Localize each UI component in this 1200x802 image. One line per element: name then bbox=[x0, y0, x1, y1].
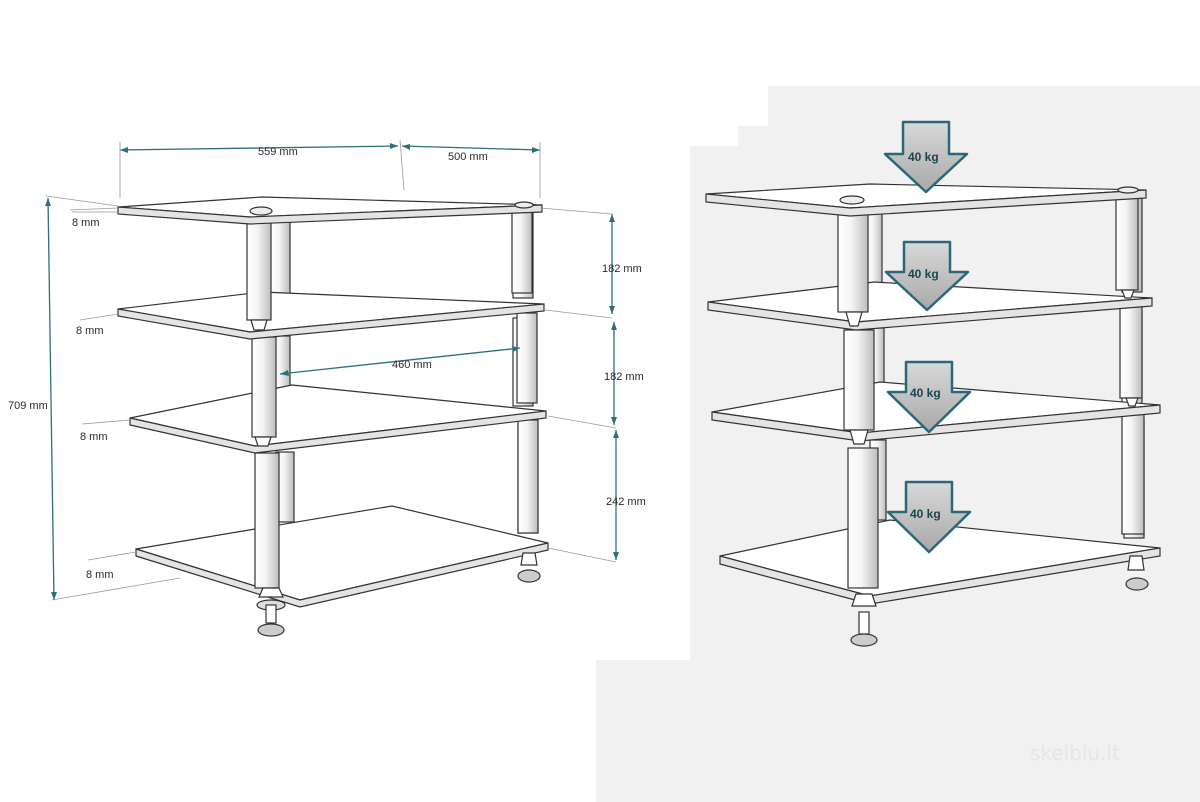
thickness-label-3: 8 mm bbox=[80, 431, 108, 443]
thickness-label-2: 8 mm bbox=[76, 325, 104, 337]
thickness-label-4: 8 mm bbox=[86, 569, 114, 581]
shelf-bottom-edge bbox=[135, 542, 549, 608]
load-arrow-2: 40 kg bbox=[884, 240, 970, 312]
dimension-labels: 559 mm 500 mm 709 mm 460 mm 182 mm 182 m… bbox=[8, 146, 646, 581]
load-label-3: 40 kg bbox=[910, 386, 941, 400]
load-arrow-4: 40 kg bbox=[886, 480, 972, 554]
front-leg-middle bbox=[251, 336, 277, 438]
load-label-1: 40 kg bbox=[908, 150, 939, 164]
back-legs bbox=[269, 209, 539, 534]
front-leg-bottom bbox=[254, 452, 280, 589]
watermark: skelbiu.lt bbox=[1030, 741, 1120, 765]
gap-top-label: 182 mm bbox=[602, 263, 642, 275]
gap-bottom-label: 242 mm bbox=[606, 496, 646, 508]
right-leg-bottom bbox=[517, 419, 539, 534]
front-leg-top bbox=[246, 219, 272, 321]
dimension-lines bbox=[45, 139, 617, 601]
load-label-2: 40 kg bbox=[908, 267, 939, 281]
load-arrow-3: 40 kg bbox=[886, 360, 972, 434]
shelf-bottom bbox=[135, 505, 549, 601]
dimension-arrowheads bbox=[45, 143, 619, 600]
load-arrow-1: 40 kg bbox=[883, 120, 969, 194]
width-label: 559 mm bbox=[258, 146, 298, 158]
depth-label: 500 mm bbox=[448, 151, 488, 163]
left-rack bbox=[117, 196, 549, 637]
load-label-4: 40 kg bbox=[910, 507, 941, 521]
inner-width-label: 460 mm bbox=[392, 359, 432, 371]
total-height-label: 709 mm bbox=[8, 400, 48, 412]
thickness-label-1: 8 mm bbox=[72, 217, 100, 229]
gap-middle-label: 182 mm bbox=[604, 371, 644, 383]
feet bbox=[256, 552, 541, 637]
load-arrows: 40 kg 40 kg 40 kg 40 kg bbox=[883, 120, 972, 554]
